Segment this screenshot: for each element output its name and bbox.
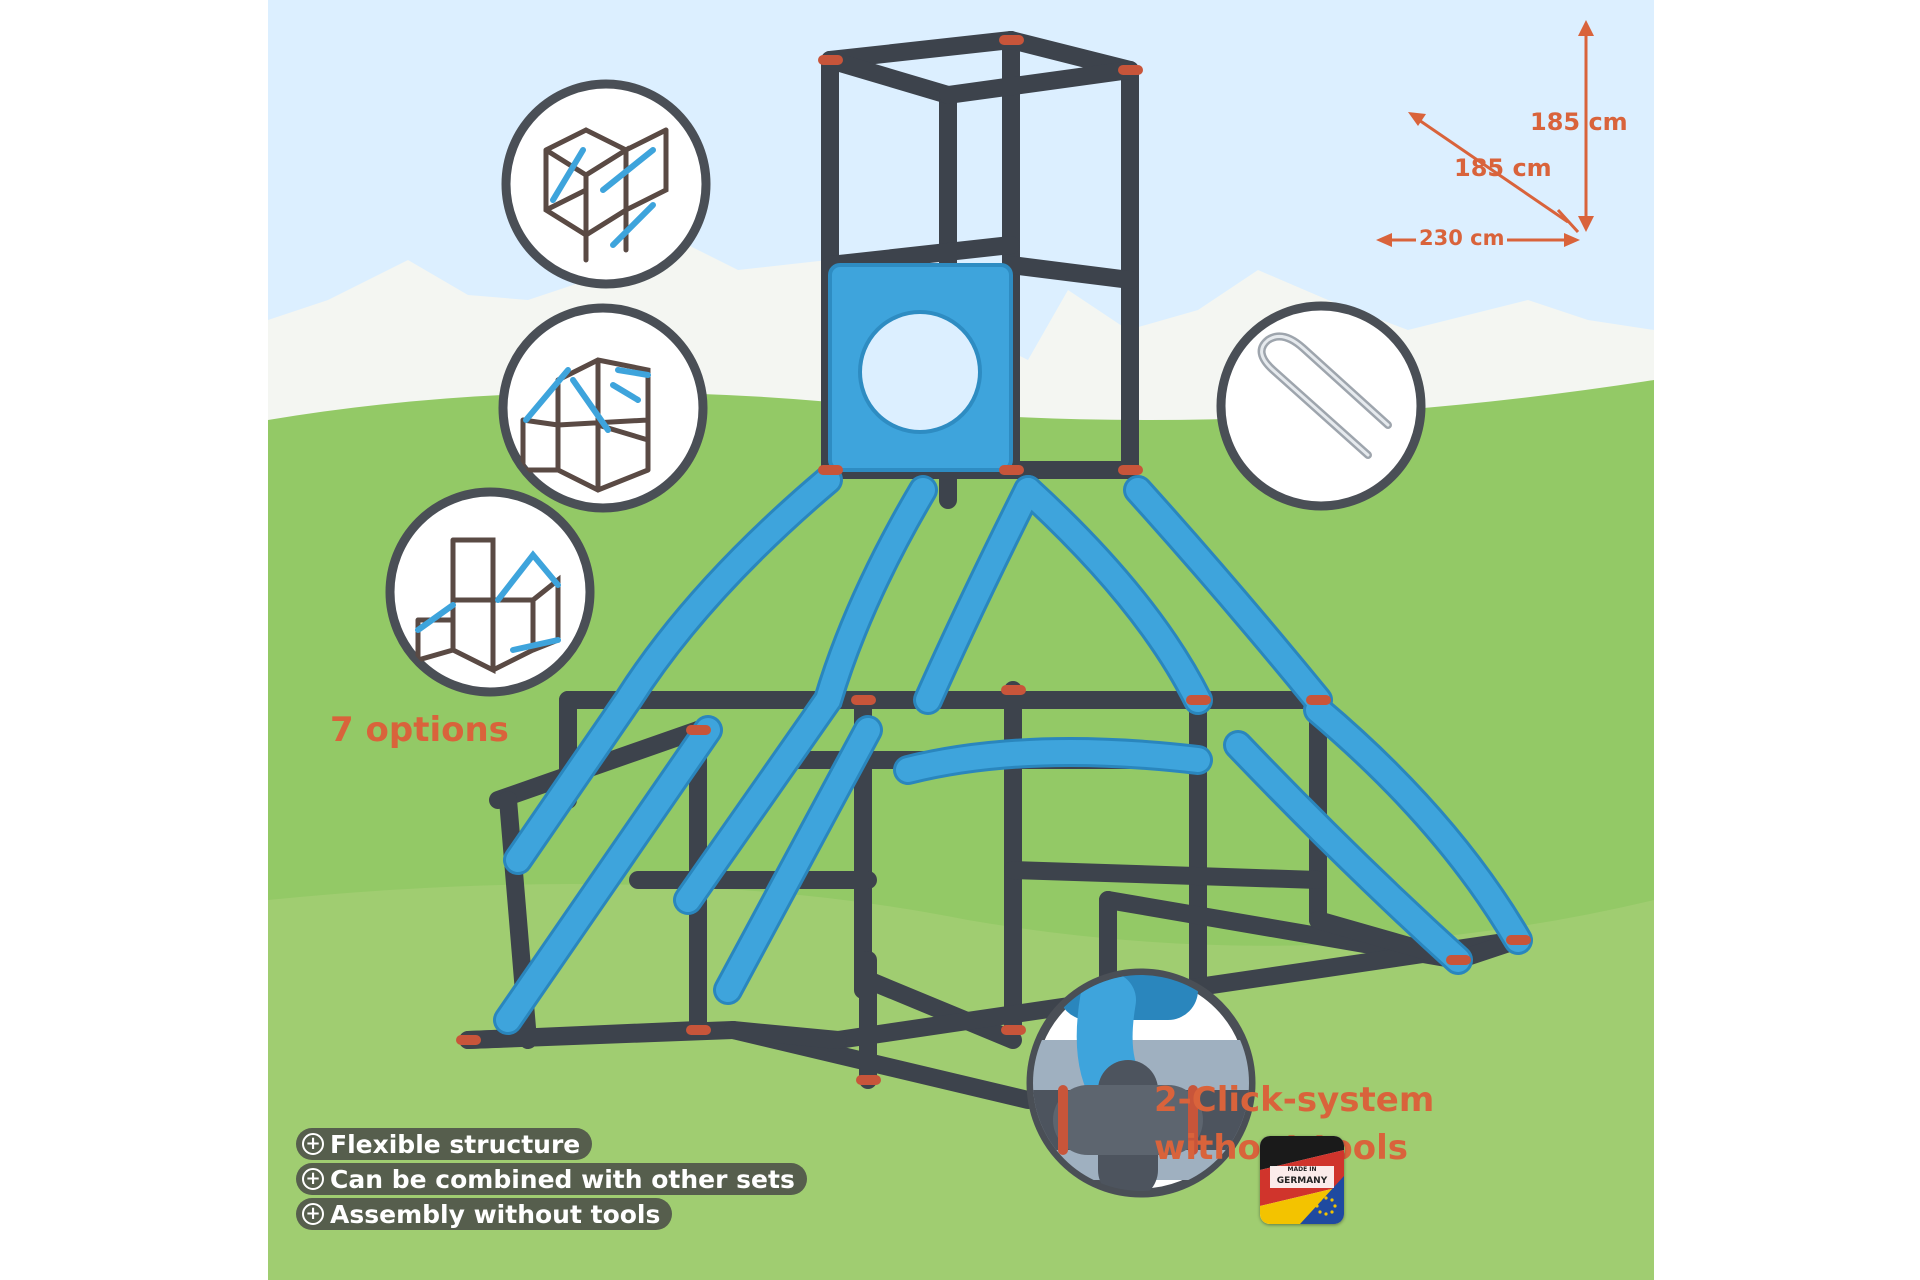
- click-system-label-line1: 2-Click-system: [1154, 1080, 1435, 1120]
- feature-item: + Assembly without tools: [296, 1198, 673, 1230]
- made-in-germany-badge: MADE IN GERMANY: [1260, 1136, 1344, 1224]
- feature-text: Flexible structure: [330, 1129, 581, 1159]
- option-1-inset: [501, 79, 711, 289]
- width-dimension-label: 230 cm: [1416, 226, 1508, 250]
- peg-inset: [1216, 301, 1426, 511]
- climbing-frame-scene: [268, 0, 1654, 1280]
- climbing-frame: [456, 31, 1533, 1109]
- blue-panel: [828, 263, 1013, 472]
- plus-circle-icon: +: [302, 1133, 324, 1155]
- plus-circle-icon: +: [302, 1168, 324, 1190]
- click-system-inset: [1026, 968, 1256, 1198]
- badge-line1: MADE IN: [1287, 1166, 1317, 1173]
- depth-dimension-label: 185 cm: [1454, 154, 1552, 182]
- germany-eu-flag-icon: [1260, 1136, 1344, 1224]
- feature-text: Assembly without tools: [330, 1199, 661, 1229]
- options-label: 7 options: [330, 710, 509, 750]
- option-3-inset: [385, 487, 595, 697]
- height-dimension-label: 185 cm: [1530, 108, 1628, 136]
- option-2-inset: [498, 303, 708, 513]
- feature-item: + Flexible structure: [296, 1128, 593, 1160]
- badge-line2: GERMANY: [1276, 1176, 1328, 1186]
- product-poster: 185 cm 185 cm 230 cm 7 options 2-Click-s…: [268, 0, 1654, 1280]
- plus-circle-icon: +: [302, 1203, 324, 1225]
- feature-text: Can be combined with other sets: [330, 1164, 795, 1194]
- feature-item: + Can be combined with other sets: [296, 1163, 807, 1195]
